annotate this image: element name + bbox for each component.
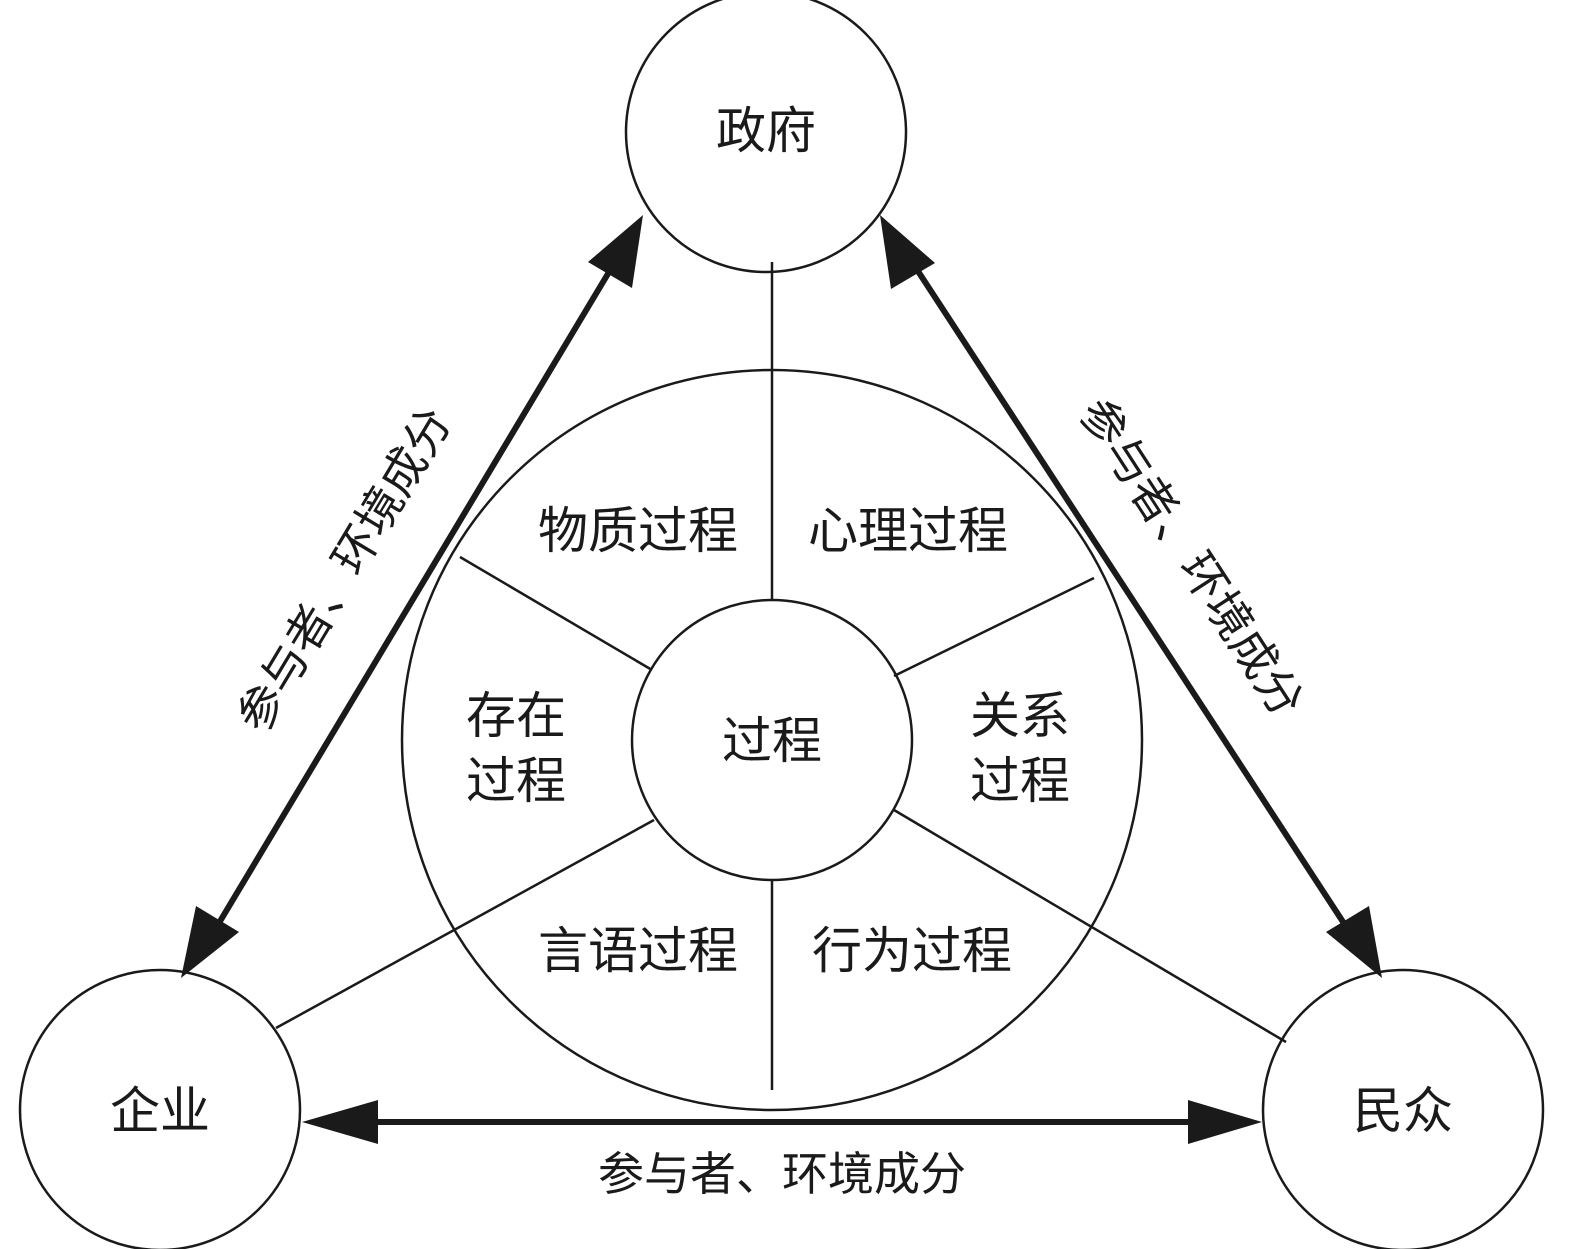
spoke-lower-left — [275, 818, 655, 1030]
arrow-right-line — [909, 260, 1350, 930]
node-enterprise — [18, 968, 302, 1249]
spoke-upper-right — [893, 576, 1095, 678]
arrowhead-bottom-left — [302, 1100, 378, 1144]
segment-existential-label-1: 存在 — [466, 687, 566, 745]
edge-left-label: 参与者、环境成分 — [226, 398, 462, 741]
segment-mental-label: 心理过程 — [808, 502, 1008, 560]
segment-existential-label-2: 过程 — [466, 752, 566, 810]
segment-material-label: 物质过程 — [538, 502, 738, 560]
arrowhead-bottom-right — [1188, 1100, 1262, 1144]
arrow-left-line — [213, 260, 618, 930]
arrowhead-left-bottom — [181, 906, 239, 978]
node-public — [1261, 968, 1545, 1249]
arrowhead-left-top — [588, 215, 643, 288]
spoke-upper-left — [459, 555, 653, 672]
edge-bottom-label: 参与者、环境成分 — [598, 1147, 966, 1201]
center-label: 过程 — [722, 712, 822, 770]
arrowhead-right-top — [880, 215, 935, 289]
segment-relational-label-2: 过程 — [970, 752, 1070, 810]
node-enterprise-label: 企业 — [110, 1082, 210, 1140]
segment-relational-label-1: 关系 — [970, 687, 1070, 745]
node-government — [624, 0, 908, 274]
node-government-label: 政府 — [716, 102, 816, 160]
segment-verbal-label: 言语过程 — [538, 922, 738, 980]
spoke-lower-right — [893, 808, 1287, 1044]
arrowhead-right-bottom — [1326, 906, 1382, 978]
segment-behavioral-label: 行为过程 — [812, 922, 1012, 980]
node-public-label: 民众 — [1353, 1082, 1453, 1140]
